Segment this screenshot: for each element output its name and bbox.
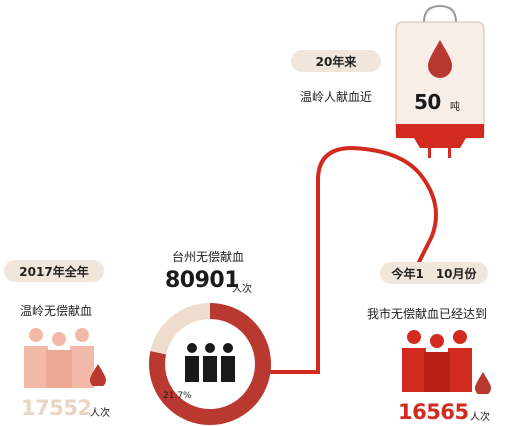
pill-this-year: 今年1 10月份: [380, 262, 488, 284]
pill-2017: 2017年全年: [4, 260, 104, 282]
caption-wenling-blood: 温岭人献血近: [300, 90, 373, 104]
caption-wenling-donation: 温岭无偿献血: [20, 304, 93, 318]
bag-unit: 吨: [450, 102, 460, 113]
left-number: 17552: [21, 396, 92, 420]
bag-value: 50: [414, 90, 441, 114]
blood-drop-icon: [475, 372, 491, 394]
center-number: 80901: [165, 268, 240, 293]
right-number: 16565: [398, 400, 469, 424]
center-unit: 人次: [232, 284, 252, 295]
left-unit: 人次: [90, 408, 110, 419]
share-label: 21.7%: [163, 391, 192, 401]
people-group-icon: [24, 328, 94, 388]
people-group-icon: [185, 343, 235, 382]
people-group-icon: [402, 330, 472, 392]
share-donut: [149, 303, 271, 425]
pill-20-years: 20年来: [291, 50, 381, 72]
caption-city-donation: 我市无偿献血已经达到: [367, 307, 488, 321]
blood-drop-icon: [90, 364, 106, 386]
right-unit: 人次: [470, 412, 490, 423]
caption-taizhou-donation: 台州无偿献血: [172, 250, 245, 264]
blood-drop-icon: [428, 40, 452, 78]
blood-bag-icon: [395, 4, 485, 158]
